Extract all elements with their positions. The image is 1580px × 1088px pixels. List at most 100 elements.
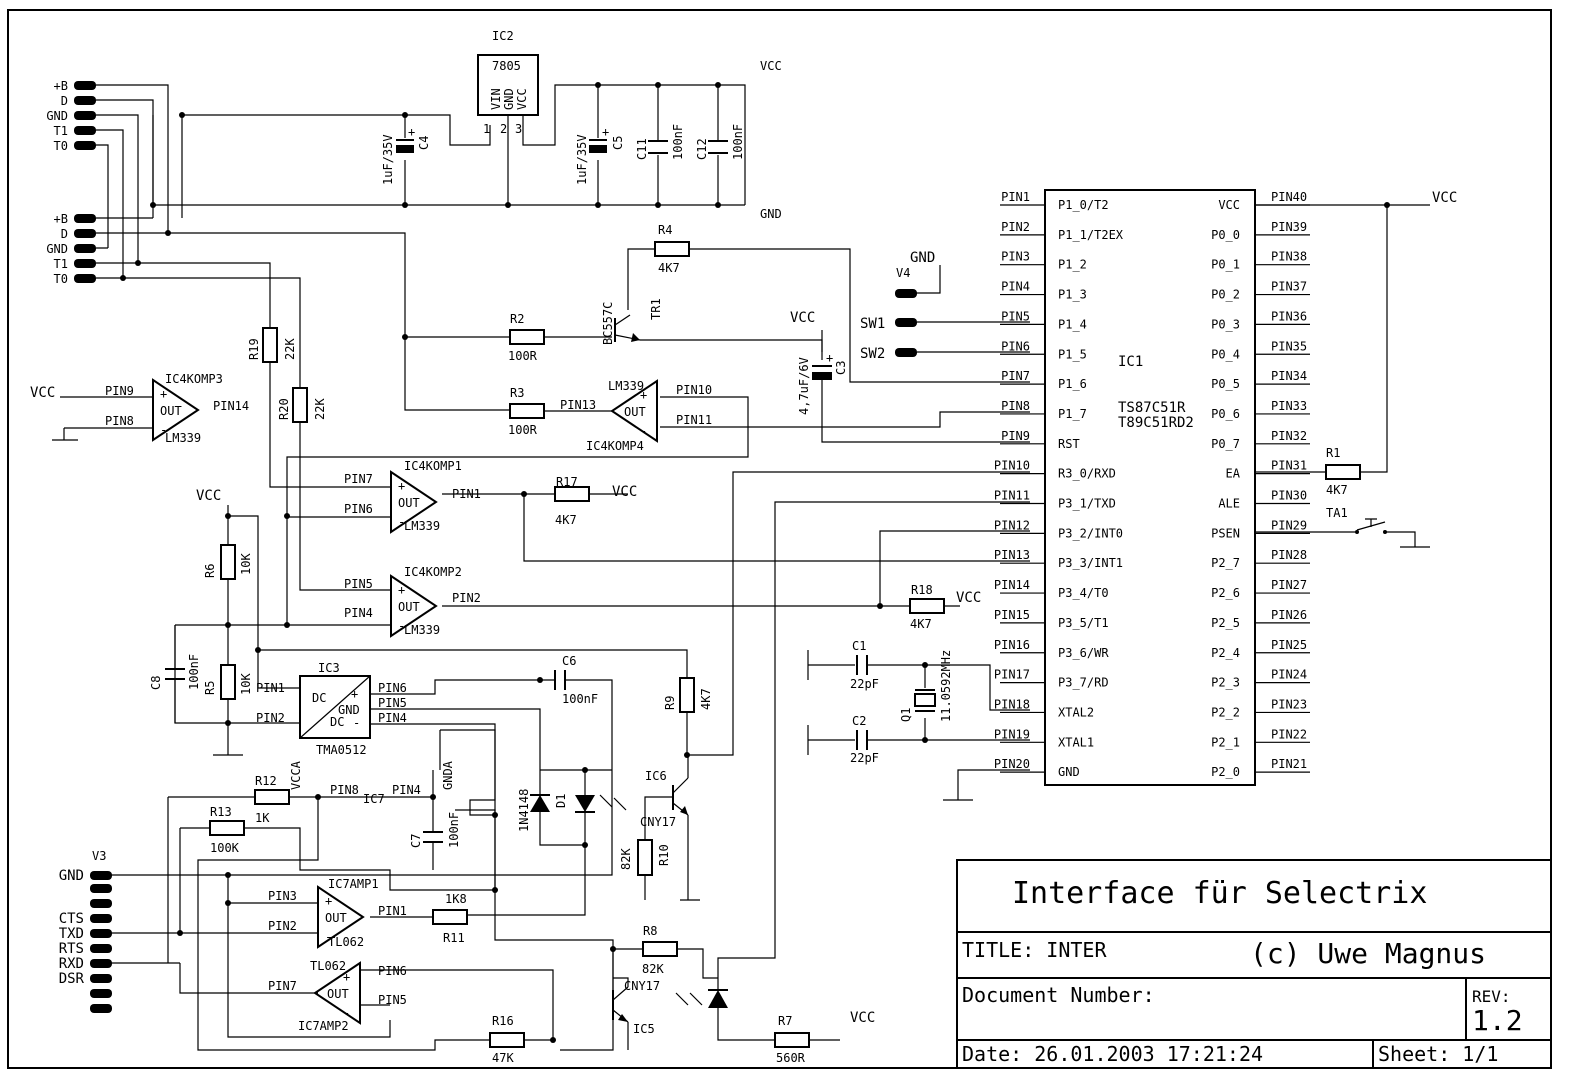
ic2-pin-gnd: GND [502,88,516,110]
ic1-left-pin: PIN10 [994,459,1030,473]
ic2-part: 7805 [492,59,521,73]
cap-c4: + 1uF/35V C4 [381,125,431,185]
ic1-left-signal: P1_3 [1058,288,1087,302]
cap-c7: C7 100nF [409,812,461,848]
svg-text:47K: 47K [492,1051,514,1065]
ic1-right-signal: VCC [1218,198,1240,212]
svg-text:PIN5: PIN5 [344,577,373,591]
ic1-left-signal: GND [1058,765,1080,779]
svg-text:1K: 1K [255,811,270,825]
resistor-r9: R9 4K7 [663,677,713,713]
resistor-r19: R19 22K [247,327,297,363]
rev-value: 1.2 [1472,1004,1523,1037]
svg-text:+: + [398,479,405,493]
svg-text:+: + [408,125,415,139]
svg-text:PIN4: PIN4 [344,606,373,620]
svg-text:PIN6: PIN6 [378,964,407,978]
ic1-right-signal: P2_3 [1211,676,1240,690]
connector-v3-pin [90,974,112,983]
ic1-right-signal: P0_4 [1211,347,1240,361]
connector-top-pin [74,111,96,120]
svg-text:PIN2: PIN2 [268,919,297,933]
ic1-right-signal: P2_5 [1211,616,1240,630]
svg-text:IC4KOMP4: IC4KOMP4 [586,439,644,453]
sw2-label: SW2 [860,346,885,362]
ic1-left-signal: XTAL1 [1058,735,1094,749]
ic3-dcdc: IC3 TMA0512 DC DC GND + - PIN1 PIN2 PIN6… [256,661,407,757]
ic1-right-pin: PIN33 [1271,399,1307,413]
svg-text:-: - [160,423,167,437]
svg-text:+: + [351,687,358,701]
svg-text:LM339: LM339 [165,431,201,445]
sheet-text: Sheet: 1/1 [1378,1042,1498,1066]
ic2-num3: 3 [515,122,522,136]
ic1-left-pin: PIN3 [1001,250,1030,264]
ic1-ref: IC1 [1118,354,1143,370]
connector-v3-label: DSR [59,971,85,987]
connector-v3-pin [90,989,112,998]
svg-text:GND: GND [338,703,360,717]
ic1-right-pin: PIN34 [1271,369,1307,383]
ic1-right-signal: P0_0 [1211,228,1240,242]
svg-text:-: - [325,930,332,944]
svg-text:11.0592MHz: 11.0592MHz [939,650,953,722]
ic1-right-signal: P2_7 [1211,556,1240,570]
svg-text:CNY17: CNY17 [640,815,676,829]
resistor-r20: R20 22K [277,387,327,423]
ic1-right-signal: P2_0 [1211,765,1240,779]
svg-text:C7: C7 [409,834,423,848]
svg-text:TL062: TL062 [328,935,364,949]
svg-text:IC7AMP2: IC7AMP2 [298,1019,349,1033]
cap-c3: + 4,7uF/6V C3 [797,351,848,415]
connector-v3-label: GND [59,868,84,884]
resistor-r13: R13 100K [209,805,245,855]
svg-text:DC: DC [330,715,344,729]
svg-text:BC557C: BC557C [601,302,615,345]
ic1-left-signal: P3_2/INT0 [1058,526,1123,540]
svg-text:PIN5: PIN5 [378,993,407,1007]
optocoupler-ic6: IC6 CNY17 [640,769,689,829]
ic1-right-pin: PIN27 [1271,578,1307,592]
svg-text:4K7: 4K7 [1326,483,1348,497]
transistor-tr1: BC557C TR1 [601,298,663,345]
connector-mid-label: +B [54,212,68,226]
svg-text:C4: C4 [417,136,431,150]
svg-text:IC5: IC5 [633,1022,655,1036]
ic1-left-signal: P1_1/T2EX [1058,228,1124,242]
resistor-r16: R16 47K [489,1014,525,1065]
ic1-right-signal: P2_1 [1211,735,1240,749]
svg-text:+: + [826,351,833,365]
date-text: Date: 26.01.2003 17:21:24 [962,1042,1263,1066]
ic1-left-signal: P1_0/T2 [1058,198,1109,212]
ic1-right-pin: PIN32 [1271,429,1307,443]
ic1-left-pin: PIN20 [994,757,1030,771]
svg-text:+: + [602,125,609,139]
svg-text:10K: 10K [239,553,253,575]
svg-text:R7: R7 [778,1014,792,1028]
connector-mid-pin [74,244,96,253]
ic1-right-signal: P0_2 [1211,288,1240,302]
svg-text:22K: 22K [283,338,297,360]
ic1-left-signal: RST [1058,437,1080,451]
ic1-right-pin: PIN36 [1271,309,1307,323]
resistor-r4: R4 4K7 [654,223,690,275]
ic1-left-signal: XTAL2 [1058,705,1094,719]
connector-v3-pin [90,1004,112,1013]
svg-text:PIN13: PIN13 [560,398,596,412]
ic1-left-pin: PIN18 [994,697,1030,711]
ic1-left-pin: PIN1 [1001,190,1030,204]
author-text: (c) Uwe Magnus [1250,937,1486,970]
sw2-pin [895,348,917,357]
svg-text:R19: R19 [247,338,261,360]
pushbutton-ta1[interactable]: TA1 [1326,506,1387,534]
svg-text:OUT: OUT [624,405,646,419]
svg-text:C6: C6 [562,654,576,668]
connector-top-label: D [61,94,68,108]
svg-text:CNY17: CNY17 [624,979,660,993]
resistor-r18: R18 4K7 [909,583,945,631]
ic1-left-signal: P3_4/T0 [1058,586,1109,600]
cap-c6: C6 100nF [554,654,598,706]
connector-mid-label: GND [46,242,68,256]
title-text: Interface für Selectrix [1012,876,1427,911]
